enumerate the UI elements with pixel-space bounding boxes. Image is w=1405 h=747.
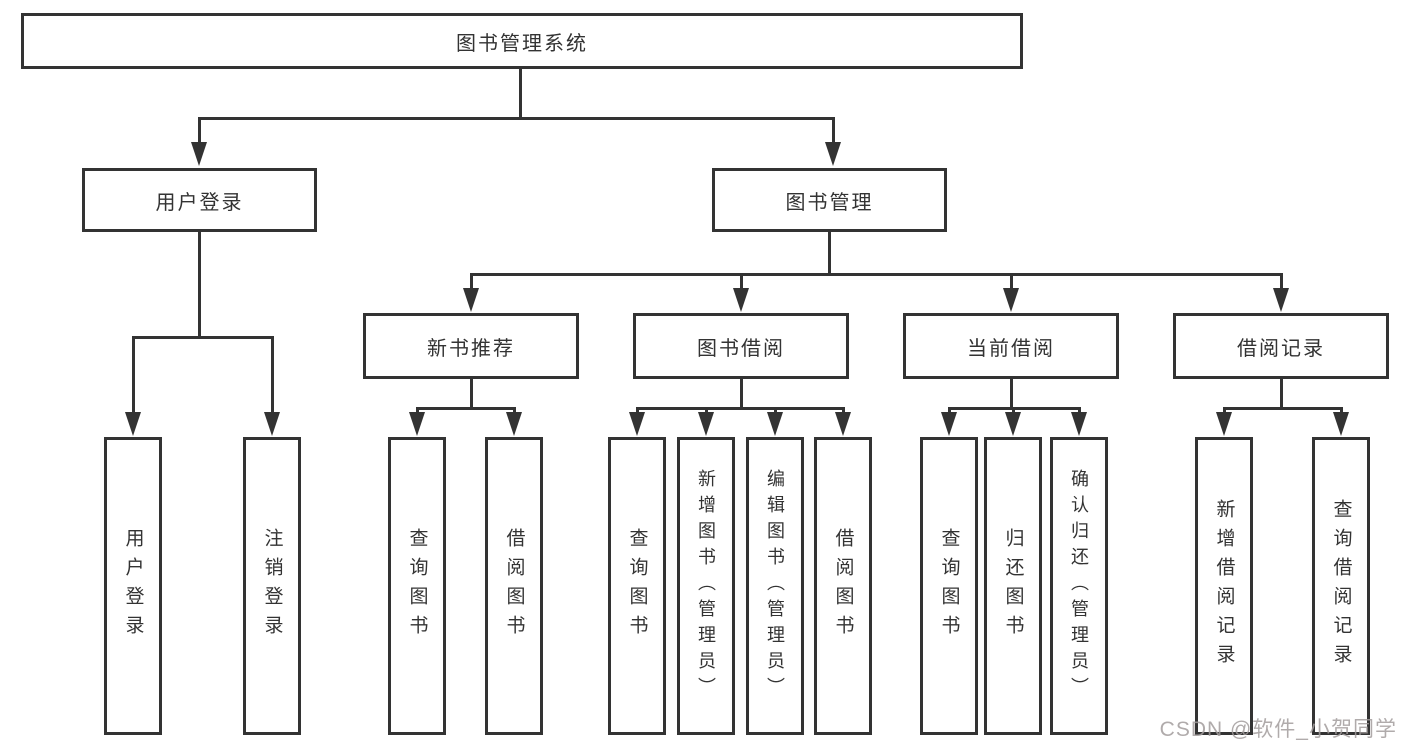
arrowhead-down-icon <box>1273 288 1289 312</box>
leaf-node-logout: 注销登录 <box>243 437 301 735</box>
leaf-node-add-books-admin: 新增图书（管理员） <box>677 437 735 735</box>
connector-vline <box>828 232 831 274</box>
arrowhead-down-icon <box>1003 288 1019 312</box>
connector-vline <box>416 407 419 414</box>
leaf-node-query-books-current: 查询图书 <box>920 437 978 735</box>
arrowhead-down-icon <box>941 412 957 436</box>
leaf-node-borrow-books-recommend: 借阅图书 <box>485 437 543 735</box>
connector-vline <box>1223 407 1226 414</box>
connector-hline <box>416 407 516 410</box>
arrowhead-down-icon <box>629 412 645 436</box>
arrowhead-down-icon <box>506 412 522 436</box>
arrowhead-down-icon <box>409 412 425 436</box>
connector-vline <box>513 407 516 414</box>
connector-vline <box>198 117 201 144</box>
connector-vline <box>1280 379 1283 407</box>
connector-hline <box>1223 407 1343 410</box>
connector-vline <box>132 336 135 414</box>
leaf-node-confirm-return-admin: 确认归还（管理员） <box>1050 437 1108 735</box>
arrowhead-down-icon <box>1216 412 1232 436</box>
connector-vline <box>1078 407 1081 414</box>
branch-node-user-login: 用户登录 <box>82 168 317 232</box>
connector-vline <box>636 407 639 414</box>
connector-hline <box>636 407 844 410</box>
leaf-node-add-borrow-record: 新增借阅记录 <box>1195 437 1253 735</box>
arrowhead-down-icon <box>463 288 479 312</box>
connector-hline <box>198 117 835 120</box>
leaf-node-user-login: 用户登录 <box>104 437 162 735</box>
connector-vline <box>470 273 473 291</box>
leaf-node-query-borrow-record: 查询借阅记录 <box>1312 437 1370 735</box>
connector-vline <box>271 336 274 414</box>
node-new-book-recommend: 新书推荐 <box>363 313 579 379</box>
connector-vline <box>1010 273 1013 291</box>
arrowhead-down-icon <box>733 288 749 312</box>
arrowhead-down-icon <box>264 412 280 436</box>
connector-vline <box>519 69 522 117</box>
arrowhead-down-icon <box>1071 412 1087 436</box>
connector-vline <box>470 379 473 407</box>
connector-vline <box>1012 407 1015 414</box>
arrowhead-down-icon <box>698 412 714 436</box>
connector-hline <box>132 336 274 339</box>
node-book-borrow: 图书借阅 <box>633 313 849 379</box>
leaf-node-query-books-borrow: 查询图书 <box>608 437 666 735</box>
arrowhead-down-icon <box>125 412 141 436</box>
connector-vline <box>1010 379 1013 407</box>
leaf-node-borrow-books: 借阅图书 <box>814 437 872 735</box>
arrowhead-down-icon <box>1005 412 1021 436</box>
csdn-watermark: CSDN @软件_小贺同学 <box>1159 718 1397 741</box>
connector-vline <box>1340 407 1343 414</box>
arrowhead-down-icon <box>835 412 851 436</box>
connector-vline <box>740 273 743 291</box>
connector-vline <box>705 407 708 414</box>
node-borrow-records: 借阅记录 <box>1173 313 1389 379</box>
leaf-node-query-books-recommend: 查询图书 <box>388 437 446 735</box>
arrowhead-down-icon <box>825 142 841 166</box>
arrowhead-down-icon <box>767 412 783 436</box>
connector-hline <box>470 273 1282 276</box>
connector-vline <box>774 407 777 414</box>
connector-vline <box>1280 273 1283 291</box>
connector-vline <box>198 232 201 337</box>
connector-vline <box>842 407 845 414</box>
branch-node-book-management: 图书管理 <box>712 168 947 232</box>
node-current-borrow: 当前借阅 <box>903 313 1119 379</box>
root-node-library-system: 图书管理系统 <box>21 13 1023 69</box>
connector-vline <box>948 407 951 414</box>
leaf-node-edit-books-admin: 编辑图书（管理员） <box>746 437 804 735</box>
arrowhead-down-icon <box>191 142 207 166</box>
leaf-node-return-books: 归还图书 <box>984 437 1042 735</box>
arrowhead-down-icon <box>1333 412 1349 436</box>
connector-vline <box>740 379 743 407</box>
connector-vline <box>832 117 835 144</box>
